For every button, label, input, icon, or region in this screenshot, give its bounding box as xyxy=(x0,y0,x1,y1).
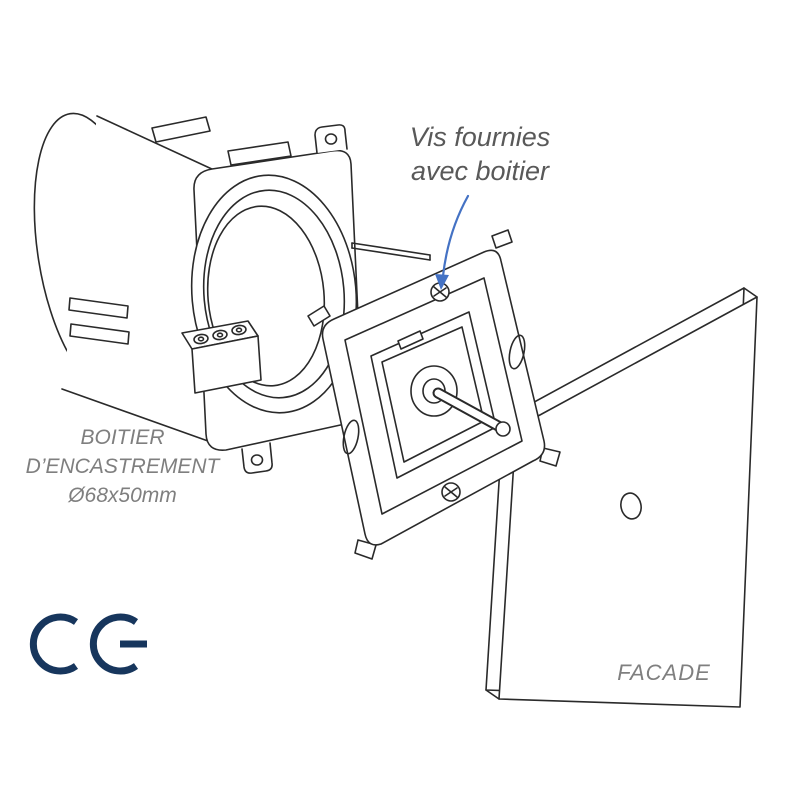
frame-screw-bottom xyxy=(441,482,461,502)
mounting-screw-rod xyxy=(351,242,431,261)
box-caption-line3: Ø68x50mm xyxy=(68,484,177,507)
box-caption-line1: BOITIER xyxy=(80,426,165,449)
flush-mount-box xyxy=(33,112,363,474)
screws-note-line2: avec boitier xyxy=(410,156,550,186)
box-caption-line2: D’ENCASTREMENT xyxy=(25,455,220,478)
faceplate-caption: FACADE xyxy=(617,660,711,685)
toggle-hole xyxy=(620,492,642,520)
screws-note-line1: Vis fournies xyxy=(409,122,551,152)
faceplate xyxy=(485,287,758,708)
terminal-block xyxy=(181,320,262,394)
screws-note-label: Vis fournies avec boitier xyxy=(365,120,595,188)
flush-box-caption: BOITIER D’ENCASTREMENT Ø68x50mm xyxy=(15,423,230,510)
ce-mark-icon xyxy=(29,613,147,675)
pointer-arrow-icon xyxy=(435,194,470,290)
switch-mechanism xyxy=(307,229,561,560)
